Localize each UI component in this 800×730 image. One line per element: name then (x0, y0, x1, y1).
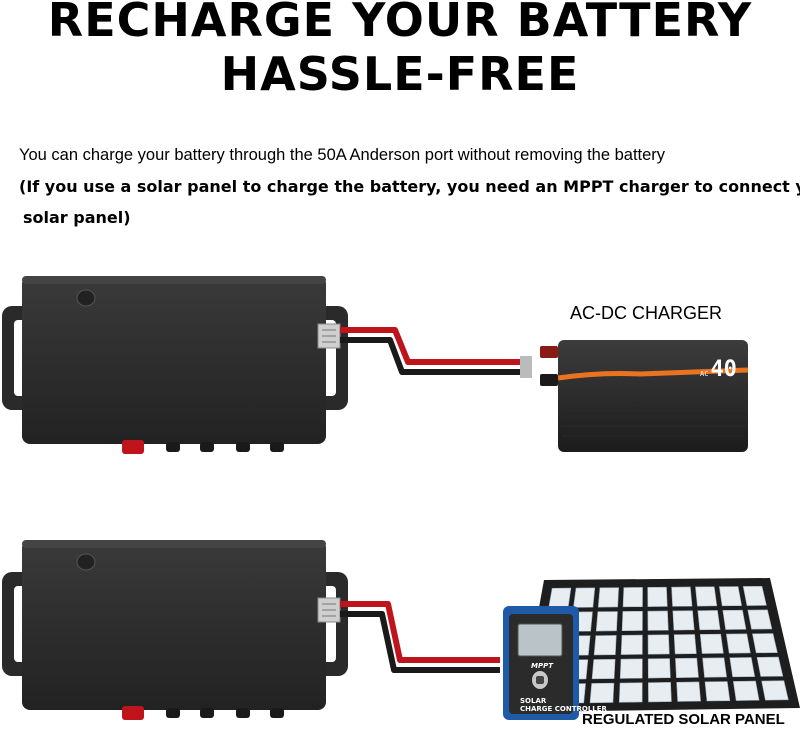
solar-cell (747, 609, 773, 630)
solar-cell (618, 682, 643, 703)
battery-icon (2, 540, 348, 720)
solar-cell (742, 585, 767, 606)
solar-cell (621, 610, 643, 632)
solar-cell (595, 611, 618, 632)
charger-rating-badge: AC40 (700, 357, 737, 382)
solar-cell (673, 634, 697, 655)
solar-cell (719, 586, 742, 607)
solar-cell (647, 658, 671, 679)
solar-cell (647, 586, 668, 607)
ac-dc-charger-icon (540, 340, 749, 452)
solar-cell (722, 609, 747, 630)
cable-icon (340, 601, 500, 673)
controller-brand-line-1: SOLAR (520, 697, 547, 705)
solar-cell (548, 587, 572, 608)
controller-brand: SOLAR CHARGE CONTROLLER (520, 697, 607, 713)
controller-brand-line-2: CHARGE CONTROLLER (520, 705, 607, 713)
solar-cell (704, 681, 731, 702)
solar-cell (672, 610, 695, 631)
charger-rating-prefix: AC (700, 370, 709, 378)
controller-mppt-label: MPPT (531, 662, 554, 670)
solar-cell (752, 633, 778, 654)
solar-cell (695, 586, 718, 607)
solar-cell (622, 587, 643, 608)
solar-cell (756, 656, 784, 677)
solar-cell (671, 586, 693, 607)
solar-cell (725, 633, 751, 654)
solar-cell (761, 680, 789, 701)
description-line-2: (If you use a solar panel to charge the … (19, 177, 800, 196)
solar-cell (702, 657, 727, 678)
solar-cell (593, 635, 617, 656)
solar-cell (676, 681, 701, 702)
solar-cell (647, 610, 669, 631)
solar-cell (597, 587, 619, 608)
charge-controller-icon (503, 606, 579, 720)
solar-cell (729, 657, 756, 678)
battery-icon (2, 276, 348, 454)
solar-cell (732, 680, 760, 701)
solar-cell (697, 610, 721, 631)
solar-cell (619, 658, 643, 679)
solar-cell (573, 587, 596, 608)
cable-icon (340, 327, 532, 378)
charger-rating-value: 40 (710, 357, 737, 382)
description-line-1: You can charge your battery through the … (19, 146, 666, 164)
solar-panel-label: REGULATED SOLAR PANEL (582, 711, 785, 728)
page-title-line-1: RECHARGE YOUR BATTERY (47, 0, 753, 47)
solar-cell (620, 634, 643, 655)
solar-cell (648, 682, 672, 703)
description-line-3: solar panel) (23, 208, 131, 227)
solar-cell (591, 658, 616, 680)
ac-dc-charger-label: AC-DC CHARGER (570, 303, 723, 323)
solar-cell (589, 682, 615, 704)
solar-cell (699, 633, 724, 654)
page-title-line-2: HASSLE-FREE (220, 47, 580, 101)
solar-cell (647, 634, 670, 655)
solar-cell (675, 657, 699, 678)
